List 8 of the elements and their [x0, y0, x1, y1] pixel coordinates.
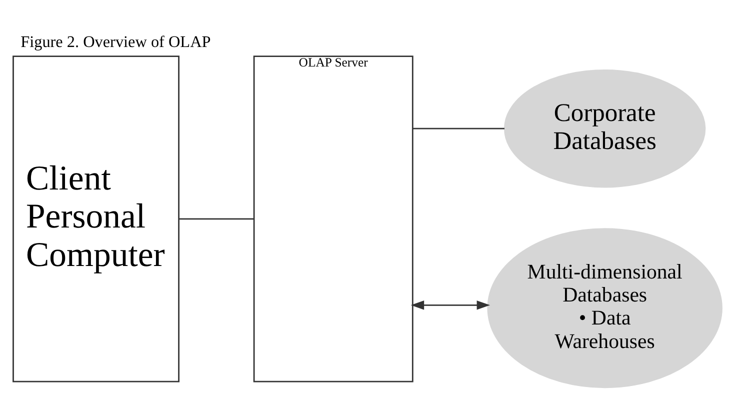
node-ellipse: Corporate Databases: [504, 69, 706, 188]
arrow: [410, 300, 490, 310]
node-ellipse: Multi-dimensional Databases • Data Warehouses: [487, 228, 722, 388]
connector: [412, 128, 504, 130]
node-box: OLAP Server: [253, 56, 414, 382]
diagram-title: Figure 2. Overview of OLAP: [20, 33, 211, 52]
connector: [179, 218, 254, 220]
node-box: Client Personal Computer: [12, 56, 180, 382]
